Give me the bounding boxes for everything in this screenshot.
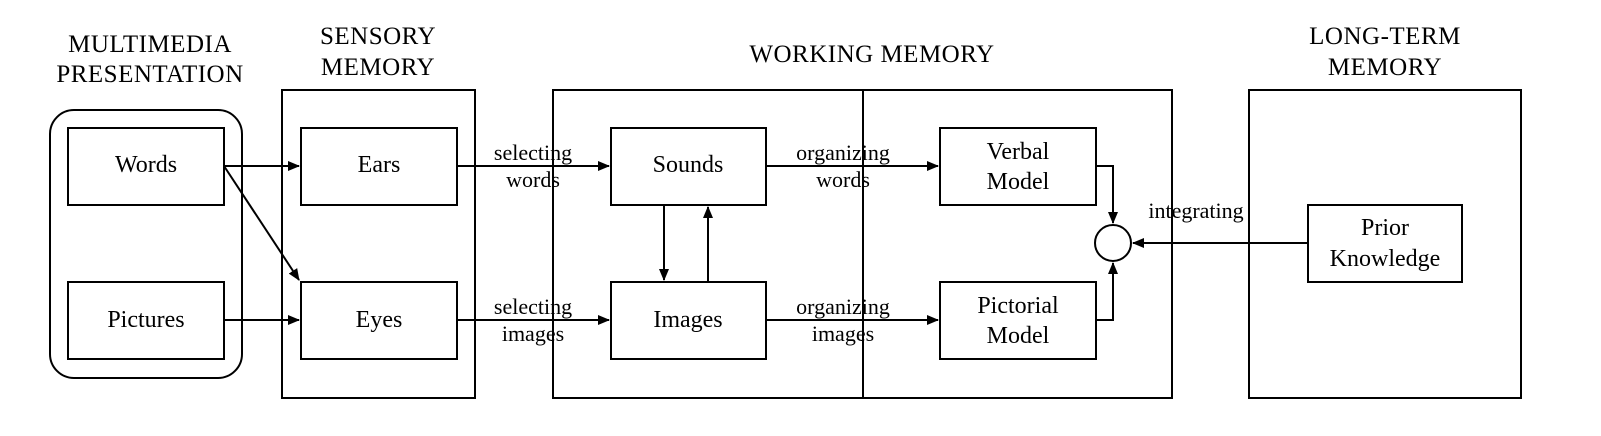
pictorial-model-label-line1: Pictorial xyxy=(977,293,1059,319)
label-organizing-words-line1: organizing xyxy=(796,140,890,165)
header-longterm-line1: LONG-TERM xyxy=(1309,23,1461,50)
pictures-label: Pictures xyxy=(107,307,184,333)
header-longterm-line2: MEMORY xyxy=(1328,54,1442,81)
eyes-label: Eyes xyxy=(356,307,403,333)
sounds-label: Sounds xyxy=(653,152,724,178)
label-selecting-images-line1: selecting xyxy=(494,294,572,319)
header-working-memory: WORKING MEMORY xyxy=(749,41,994,68)
label-organizing-images-line2: images xyxy=(812,321,874,346)
label-selecting-words-line2: words xyxy=(506,167,560,192)
images-label: Images xyxy=(653,307,722,333)
label-organizing-images-line1: organizing xyxy=(796,294,890,319)
arrow-pictorial-model-to-integration xyxy=(1096,262,1118,321)
label-integrating: integrating xyxy=(1148,198,1243,223)
ears-label: Ears xyxy=(358,152,401,178)
header-multimedia-line1: MULTIMEDIA xyxy=(68,31,232,58)
label-organizing-words-line2: words xyxy=(816,167,870,192)
pictorial-model-label-line2: Model xyxy=(987,323,1050,349)
verbal-model-label-line1: Verbal xyxy=(987,139,1050,165)
label-selecting-words-line1: selecting xyxy=(494,140,572,165)
arrow-words-to-eyes xyxy=(223,165,300,281)
header-sensory-line2: MEMORY xyxy=(321,54,435,81)
verbal-model-label-line2: Model xyxy=(987,169,1050,195)
multimedia-presentation-container xyxy=(49,109,243,379)
integration-node xyxy=(1094,224,1132,262)
arrow-verbal-model-to-integration xyxy=(1096,165,1118,224)
working-memory-right-container xyxy=(862,89,1173,399)
prior-knowledge-label-line2: Knowledge xyxy=(1330,246,1441,272)
header-sensory-line1: SENSORY xyxy=(320,23,436,50)
header-multimedia-line2: PRESENTATION xyxy=(56,61,243,88)
prior-knowledge-label-line1: Prior xyxy=(1361,215,1409,241)
label-selecting-images-line2: images xyxy=(502,321,564,346)
sensory-memory-container xyxy=(281,89,476,399)
words-label: Words xyxy=(115,152,177,178)
